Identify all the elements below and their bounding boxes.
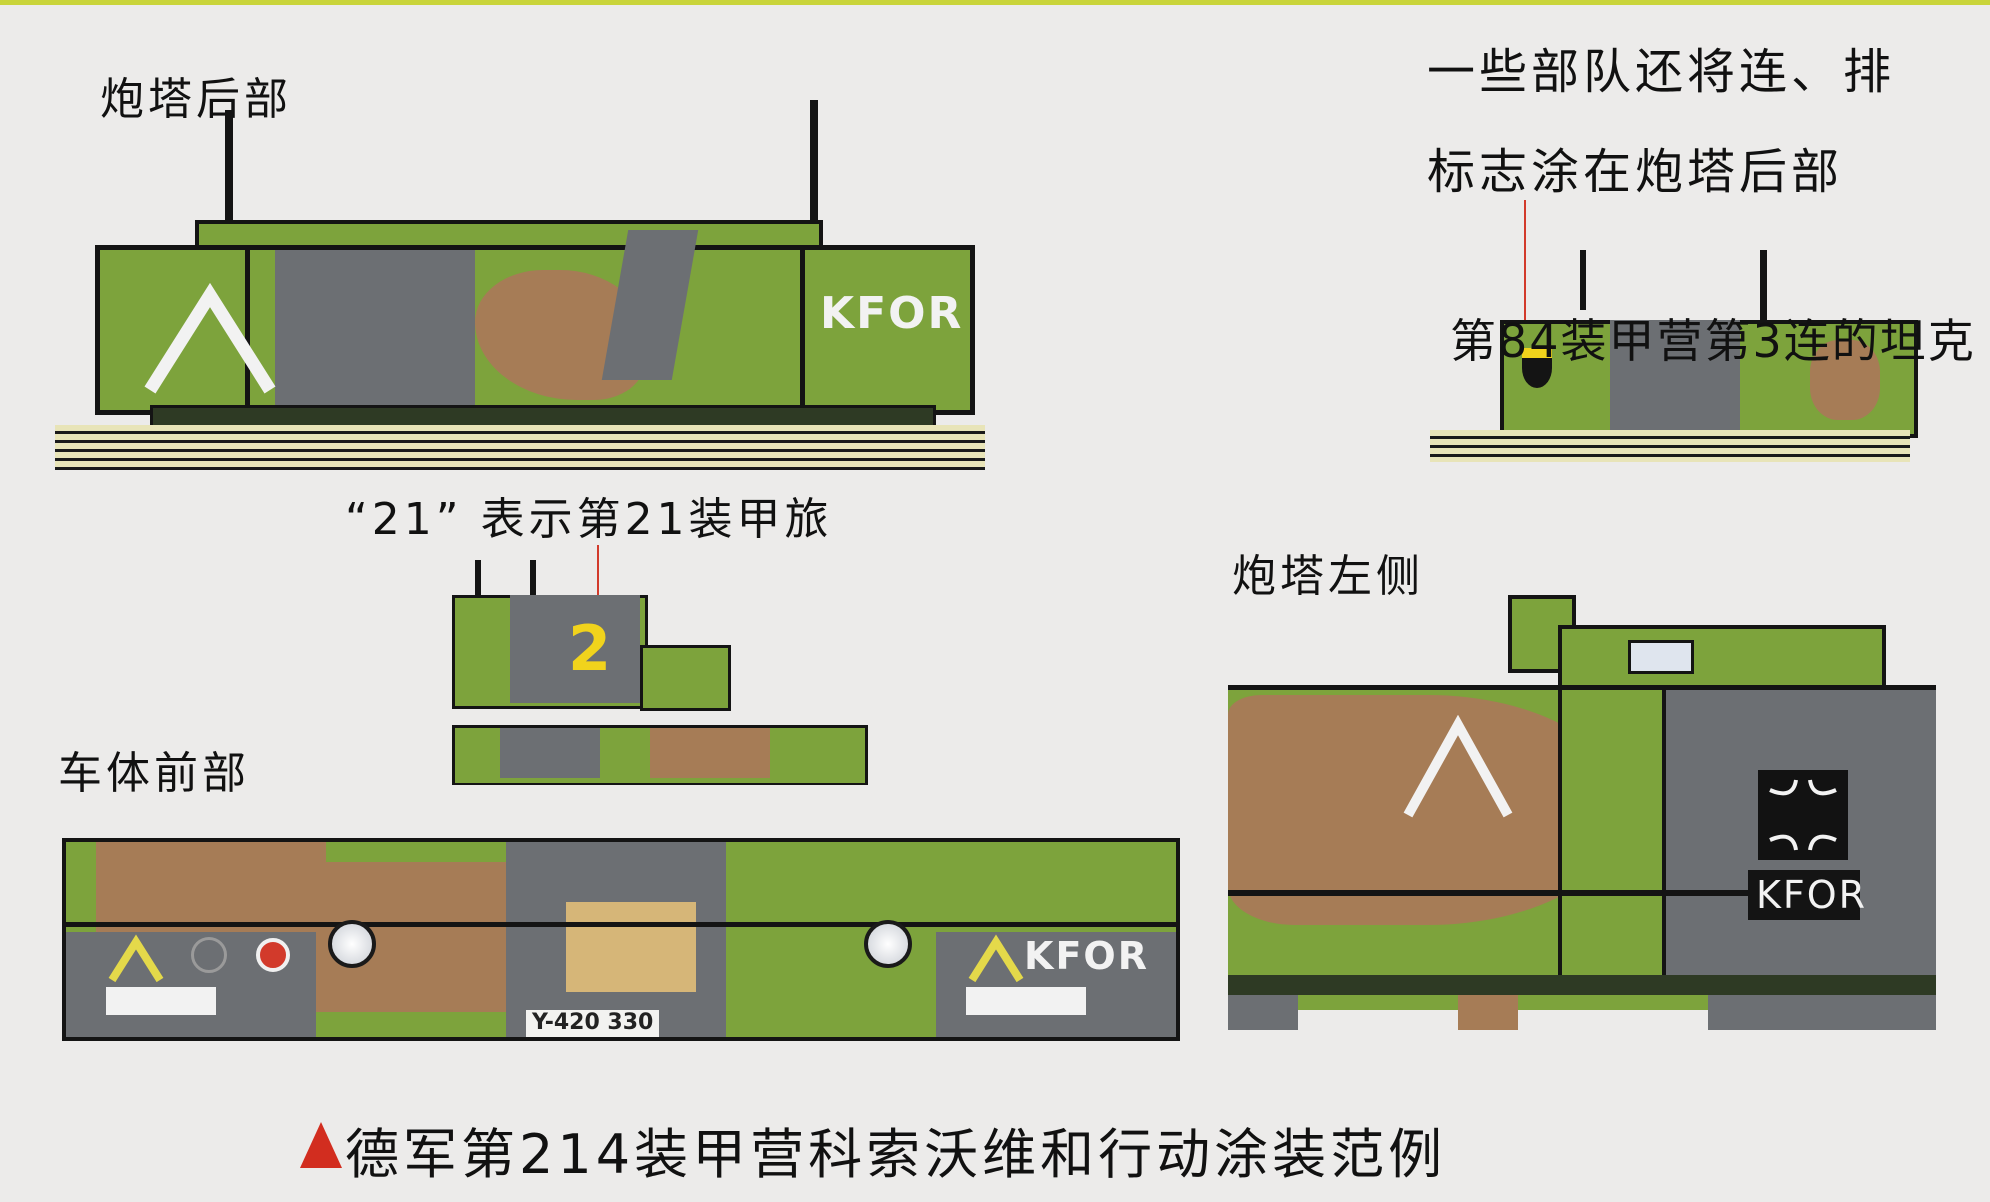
hull-camo-grey <box>1228 995 1298 1030</box>
headlight-right <box>864 920 912 968</box>
chevron-marking-left <box>108 934 164 983</box>
kfor-plate <box>1748 870 1860 920</box>
turret-left-label: 炮塔左侧 <box>1232 551 1424 602</box>
turret-skirt <box>1228 975 1936 995</box>
tow-plate-left <box>106 987 216 1015</box>
kfor-marking: KFOR <box>1756 873 1868 917</box>
license-plate: Y-420 330 <box>526 1010 660 1037</box>
brigade-leader-line <box>597 545 599 595</box>
camo-grey-patch <box>510 595 640 703</box>
camo-grey-right <box>936 932 1176 1037</box>
periscope <box>1628 640 1694 674</box>
camo-brown-patch-left <box>96 842 326 932</box>
hull-camo-grey-right <box>1708 995 1936 1030</box>
glacis-edge <box>66 922 1176 927</box>
hull-deck-grille <box>55 425 985 470</box>
camo-brown-patch <box>1810 340 1880 420</box>
kfor-marking: KFOR <box>1024 934 1149 978</box>
rear-stowage-box <box>95 245 250 405</box>
hull-front-illustration: KFOR Y-420 330 <box>62 838 1180 1041</box>
figure-caption: 德军第214装甲营科索沃维和行动涂装范例 <box>345 1123 1447 1186</box>
kfor-marking: KFOR <box>820 288 964 339</box>
hull-front-label: 车体前部 <box>58 748 250 799</box>
hull-deck-grille <box>1430 430 1910 462</box>
side-panel-seam <box>1558 690 1666 990</box>
stowage-box <box>566 902 696 992</box>
antenna-2 <box>530 560 536 595</box>
chevron-marking <box>144 282 276 394</box>
camo-brown-patch <box>650 728 770 778</box>
turret-roof-equipment <box>1558 625 1886 693</box>
note-line-2: 标志涂在炮塔后部 <box>1427 144 1844 200</box>
note-line-1: 一些部队还将连、排 <box>1427 44 1896 100</box>
tactical-sign <box>256 938 290 972</box>
turret-left-illustration: KFOR <box>1228 585 1936 1030</box>
antenna-left <box>225 110 233 245</box>
brigade-symbol: 2 <box>568 612 612 685</box>
antenna-right <box>810 100 818 230</box>
camo-grey-patch <box>1610 320 1740 430</box>
iron-cross-emblem <box>1758 770 1848 860</box>
brigade-insignia-illustration: 2 <box>450 560 910 785</box>
camo-grey-patch <box>275 250 475 405</box>
note-leader-line <box>1524 200 1526 330</box>
rear-stowage-box-right <box>800 245 970 405</box>
brigade-note: “21” 表示第21装甲旅 <box>345 494 833 545</box>
turret-rear-label: 炮塔后部 <box>100 74 292 125</box>
turret-rear-illustration: KFOR <box>55 100 985 470</box>
headlight-left <box>328 920 376 968</box>
antenna-2 <box>1760 250 1767 320</box>
tow-plate-right <box>966 987 1086 1015</box>
top-color-band <box>0 0 1990 5</box>
chevron-marking <box>1403 715 1513 818</box>
hull-camo-brown <box>1458 995 1518 1030</box>
antenna <box>1580 250 1586 310</box>
stowage-rail <box>1228 890 1828 896</box>
caption-marker-icon <box>300 1122 342 1168</box>
bridge-class-disc <box>191 937 227 973</box>
company-marking-illustration <box>1430 250 1930 465</box>
chevron-marking-right <box>968 934 1024 983</box>
iron-cross-icon <box>1769 779 1837 851</box>
company-shield-marking <box>1522 348 1552 388</box>
camo-grey-patch-2 <box>500 728 600 778</box>
antenna <box>475 560 481 595</box>
tank-identification-note: 第84装甲营第3连的坦克 <box>1450 314 1976 368</box>
turret-side-segment <box>640 645 731 711</box>
